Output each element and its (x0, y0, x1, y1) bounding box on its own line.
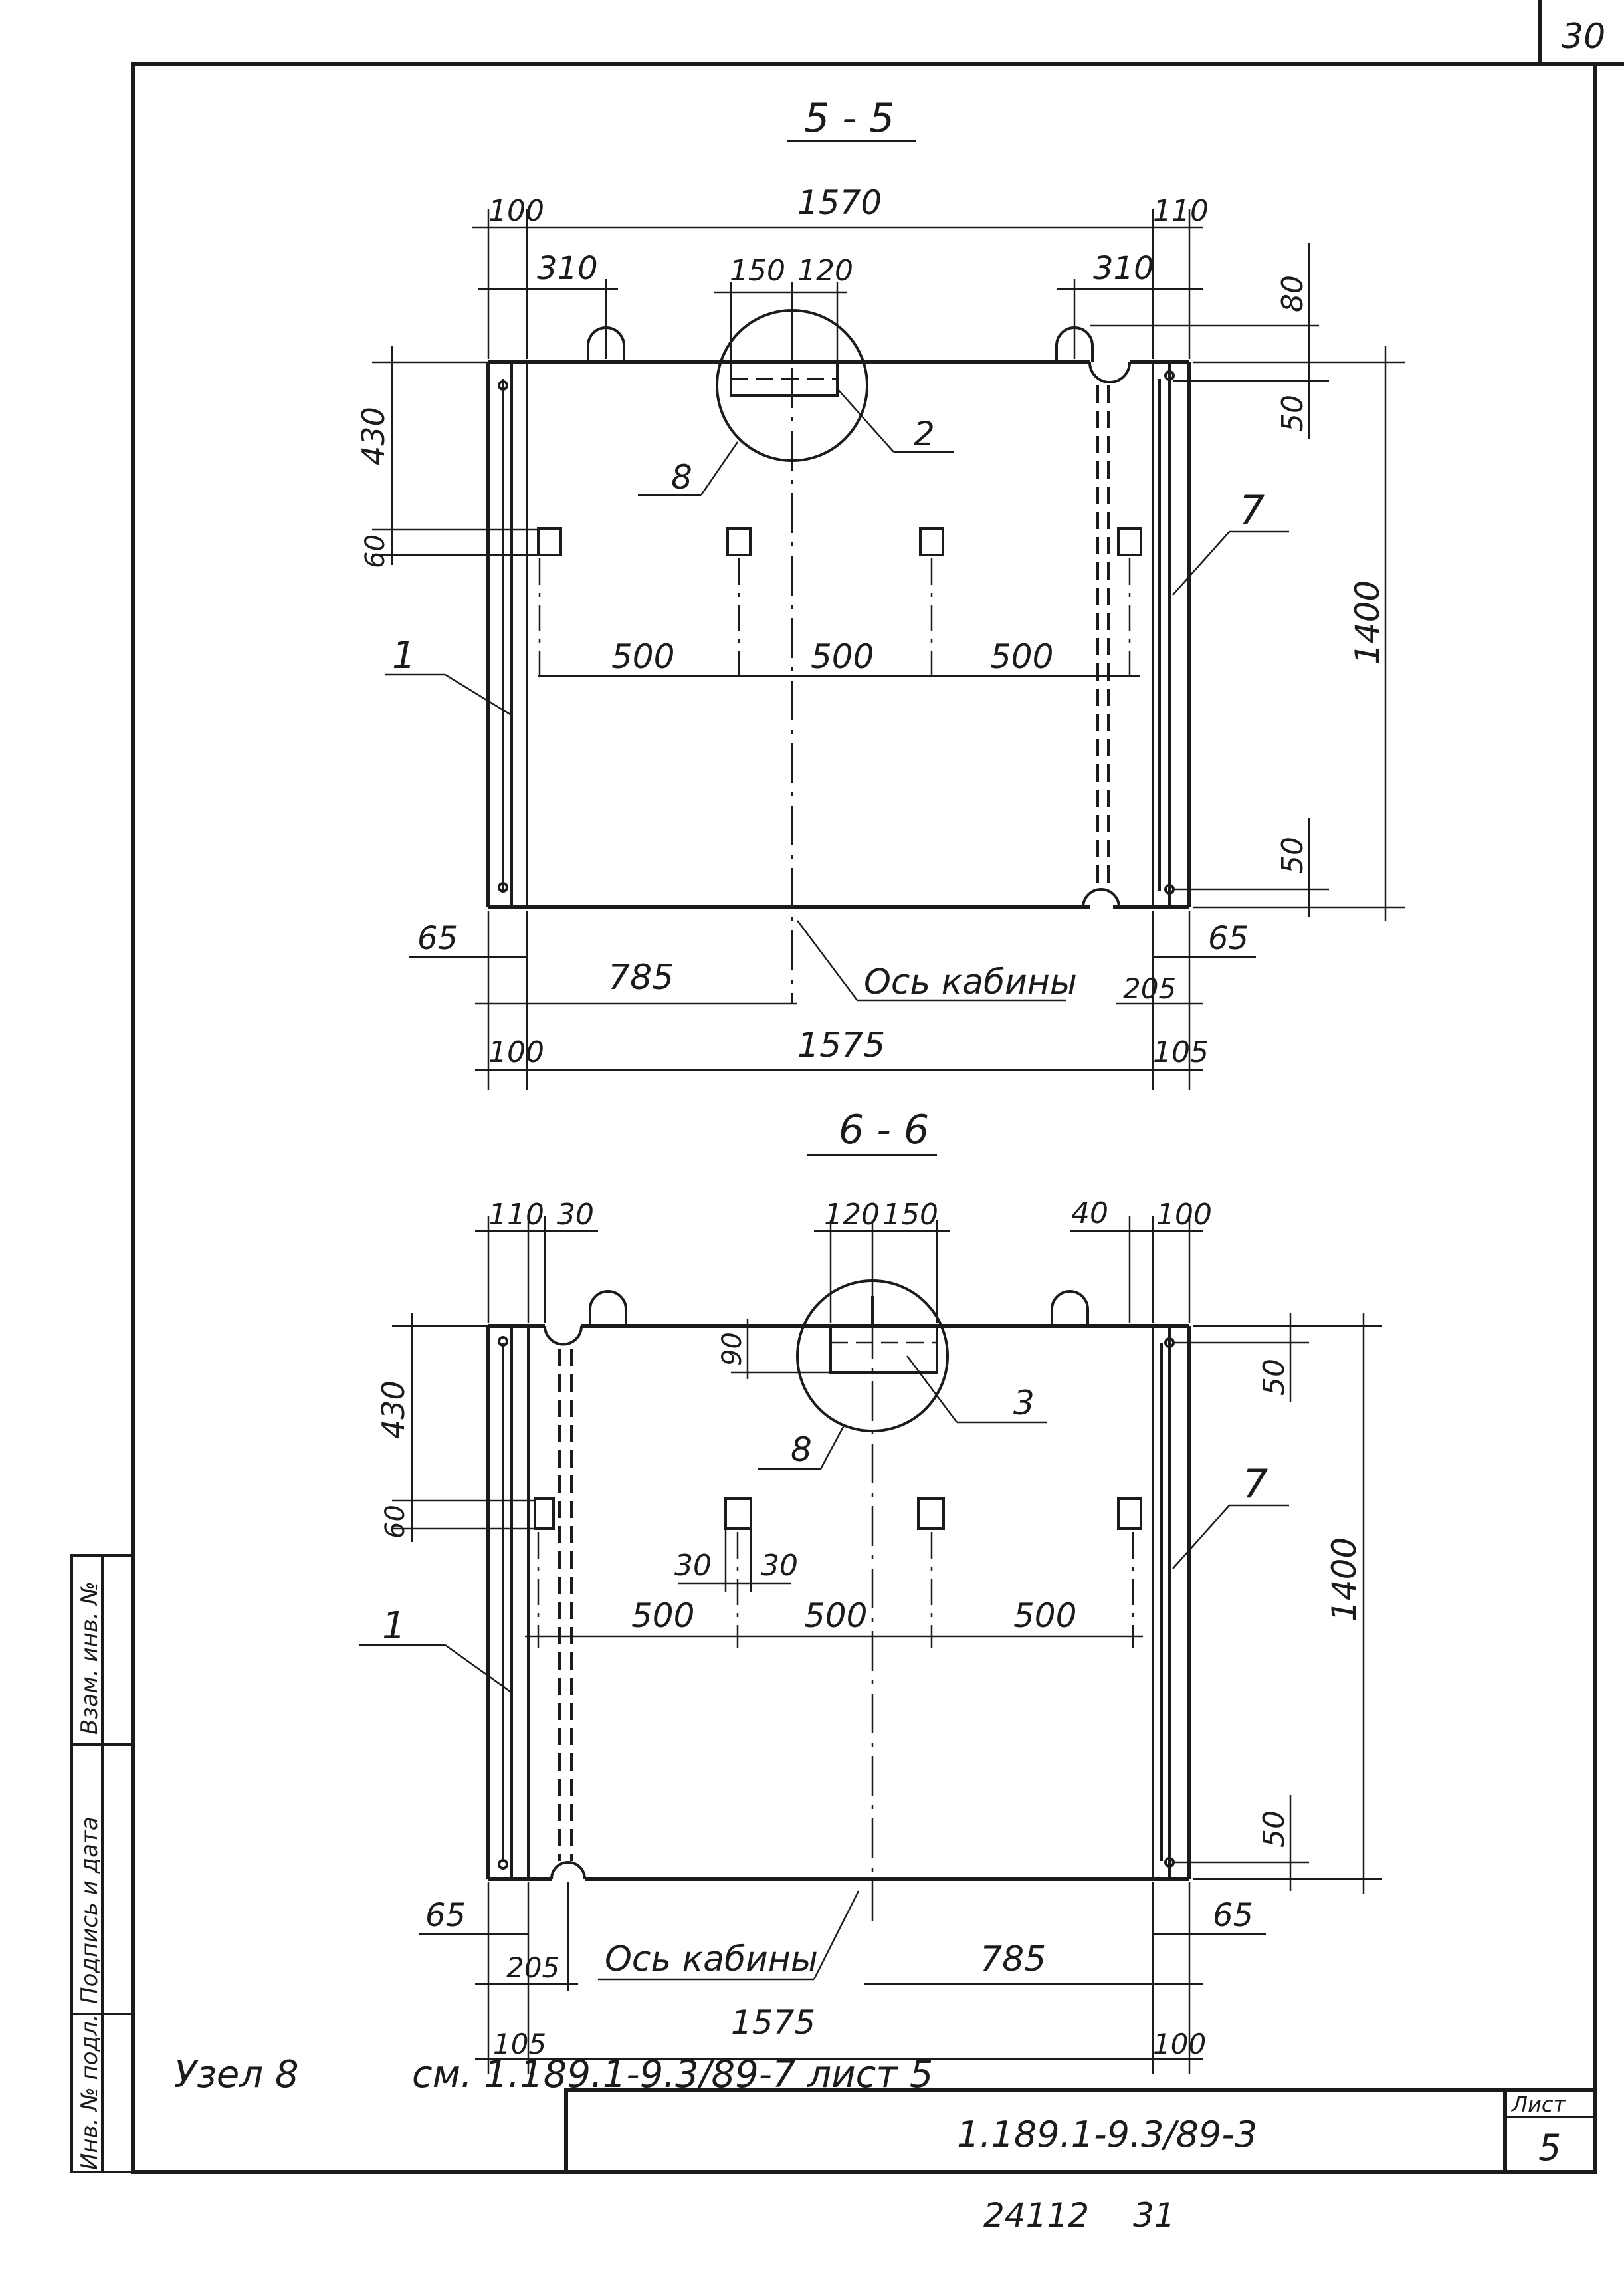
section-6-dims-right: 50 1400 50 (1173, 1313, 1382, 1894)
dim-6-430: 430 (375, 1380, 411, 1439)
dim-5-50-top: 50 (1276, 395, 1310, 432)
dim-6-50-bottom: 50 (1257, 1810, 1291, 1848)
section-6-mark-8: 8 (791, 1430, 812, 1469)
section-5-leaders: Ось кабины 1 2 7 8 (385, 388, 1289, 1002)
section-5-mark-7: 7 (1239, 487, 1265, 534)
section-6-leaders: Ось кабины 1 3 7 8 (359, 1355, 1289, 1981)
section-5-contour (486, 306, 1191, 1004)
dim-6-90: 90 (717, 1332, 748, 1366)
dim-6-500-c: 500 (1013, 1596, 1076, 1635)
section-5-mark-8: 8 (671, 458, 692, 496)
section-5-dims-500: 500 500 500 (538, 637, 1140, 677)
dim-5-100-bottom: 100 (488, 1036, 544, 1069)
dim-6-1400: 1400 (1325, 1537, 1364, 1622)
bottom-number-b: 31 (1133, 2196, 1175, 2235)
dim-5-310-right: 310 (1093, 250, 1154, 287)
dim-5-120: 120 (797, 254, 853, 288)
section-5-dims-right: 80 50 1400 50 (1090, 243, 1405, 921)
stamp-col-podpis-data: Подпись и дата (76, 1816, 103, 2004)
dim-5-105: 105 (1153, 1036, 1209, 1069)
corner-page-number: 30 (1562, 17, 1605, 56)
dim-5-205: 205 (1123, 972, 1176, 1005)
dim-5-500-b: 500 (811, 637, 874, 676)
dim-6-40: 40 (1071, 1196, 1108, 1230)
stamp-col-inv-podl: Инв. № подл. (76, 2014, 103, 2170)
dim-6-60: 60 (380, 1505, 411, 1539)
dim-6-100-bottom: 100 (1153, 2028, 1206, 2060)
section-6-mark-1: 1 (382, 1604, 406, 1648)
dim-6-65-right: 65 (1213, 1897, 1253, 1934)
dim-6-785: 785 (980, 1939, 1046, 1979)
section-6-6: 6 - 6 (359, 1107, 1382, 2074)
dim-5-100-top: 100 (488, 194, 544, 228)
section-5-dims-left: 430 60 (355, 346, 538, 568)
dim-5-65-left: 65 (417, 920, 458, 957)
dim-6-50-top: 50 (1257, 1359, 1291, 1396)
section-6-contour (486, 1256, 1191, 1927)
dim-5-1570: 1570 (797, 183, 882, 222)
section-6-dims-500: 30 30 500 500 500 (525, 1529, 1143, 1638)
dim-6-500-b: 500 (804, 1596, 867, 1635)
dim-6-120: 120 (824, 1198, 880, 1232)
section-5-mark-2: 2 (914, 415, 935, 453)
dim-5-310-left: 310 (537, 250, 598, 287)
section-6-axis-label: Ось кабины (605, 1939, 818, 1979)
section-5-axis-label: Ось кабины (864, 962, 1077, 1002)
dim-6-30-b: 30 (761, 1549, 798, 1583)
section-5-dims-top: 100 1570 110 310 310 150 120 (472, 183, 1209, 362)
dim-6-110: 110 (488, 1198, 544, 1232)
section-6-dims-bottom: 65 65 205 785 105 1575 100 (419, 1882, 1266, 2074)
dim-5-60: 60 (360, 534, 391, 568)
sheet-label: Лист (1511, 2092, 1566, 2117)
dim-5-500-a: 500 (611, 637, 674, 676)
section-5-mark-1: 1 (392, 634, 416, 677)
dim-5-50-bottom: 50 (1276, 837, 1310, 874)
section-5-dims-bottom: 65 65 785 205 100 1575 105 (409, 911, 1256, 1090)
dim-6-500-a: 500 (631, 1596, 694, 1635)
section-6-title: 6 - 6 (839, 1107, 929, 1153)
dim-5-1575: 1575 (797, 1026, 885, 1065)
section-6-dims-top: 110 30 120 150 40 100 (475, 1196, 1212, 1323)
dim-6-30-a: 30 (674, 1549, 712, 1583)
node-note-label: Узел 8 (174, 2053, 299, 2096)
node-note-ref: см. 1.189.1-9.3/89-7 лист 5 (412, 2053, 933, 2096)
dim-6-150: 150 (882, 1198, 938, 1232)
dim-5-500-c: 500 (990, 637, 1053, 676)
dim-5-150: 150 (730, 254, 785, 288)
dim-5-785: 785 (608, 958, 674, 998)
section-5-title: 5 - 5 (804, 95, 894, 142)
dim-6-1575: 1575 (731, 2003, 815, 2042)
dim-6-105: 105 (493, 2028, 546, 2060)
section-6-mark-7: 7 (1243, 1461, 1268, 1507)
dim-5-110-top: 110 (1153, 194, 1209, 228)
stamp-col-vzam-inv: Взам. инв. № (76, 1581, 103, 1735)
dim-5-430: 430 (355, 407, 391, 465)
dim-6-100-top: 100 (1156, 1198, 1212, 1232)
dim-6-30-top: 30 (557, 1198, 594, 1232)
bottom-number-a: 24112 (983, 2196, 1089, 2235)
section-6-dims-left: 430 60 90 (375, 1313, 831, 1542)
section-5-5: 5 - 5 (355, 95, 1405, 1090)
dim-5-80: 80 (1276, 275, 1310, 312)
dim-6-205: 205 (506, 1951, 559, 1984)
sheet-number: 5 (1538, 2127, 1561, 2169)
title-block: Лист 5 1.189.1-9.3/89-3 (564, 2088, 1597, 2174)
dim-5-65-right: 65 (1208, 920, 1249, 957)
drawing-frame: 30 (131, 0, 1624, 2174)
section-6-mark-3: 3 (1013, 1384, 1035, 1422)
dim-6-65-left: 65 (425, 1897, 466, 1934)
side-stamp: Инв. № подл. Подпись и дата Взам. инв. № (70, 1554, 134, 2173)
dim-5-1400: 1400 (1348, 580, 1387, 665)
drawing-code: 1.189.1-9.3/89-3 (957, 2114, 1257, 2155)
